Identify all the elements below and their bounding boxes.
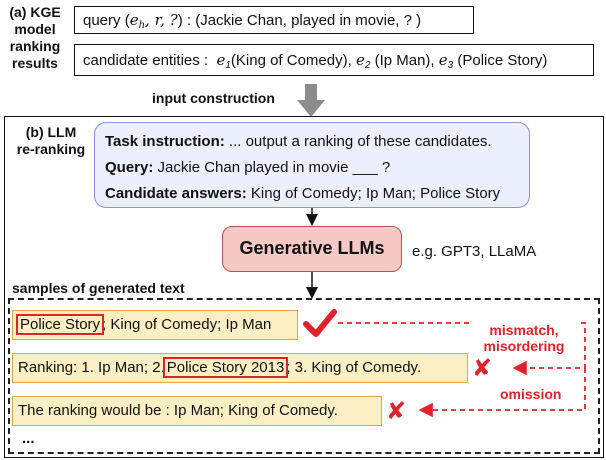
highlight-entity: Police Story	[15, 314, 105, 335]
llm-examples: e.g. GPT3, LLaMA	[412, 243, 537, 260]
samples-dashed-box	[8, 298, 600, 454]
sample-omission: The ranking would be : Ip Man; King of C…	[12, 396, 382, 426]
query-prefix: query (	[83, 12, 130, 29]
cross-icon: ✘	[472, 354, 493, 382]
query-head-entity: eh	[129, 11, 146, 31]
check-icon	[303, 309, 337, 337]
kge-query-box: query (eh, r, ?) : (Jackie Chan, played …	[74, 6, 474, 34]
more-samples-ellipsis: ...	[22, 430, 35, 447]
mismatch-connector	[338, 322, 586, 376]
prompt-candidates-line: Candidate answers: King of Comedy; Ip Ma…	[105, 185, 501, 202]
samples-label: samples of generated text	[12, 280, 185, 296]
candidate-item: e2 (Ip Man),	[355, 51, 435, 71]
mismatch-annotation: mismatch, misordering	[470, 322, 578, 354]
sample-mismatch: Ranking: 1. Ip Man; 2.Police Story 2013;…	[12, 353, 468, 383]
section-a-label-line: ranking	[9, 38, 61, 54]
query-unknown: ?	[169, 11, 178, 29]
prompt-box: Task instruction: ... output a ranking o…	[94, 122, 530, 208]
query-relation: r	[154, 11, 161, 29]
candidate-item: e1(King of Comedy),	[216, 51, 352, 71]
cross-icon: ✘	[386, 397, 407, 425]
highlight-entity: Police Story 2013	[162, 357, 289, 378]
section-a-label-line: results	[12, 55, 58, 71]
section-b-label-line: (b) LLM	[25, 124, 77, 140]
candidate-prefix: candidate entities :	[83, 52, 209, 69]
down-arrow-icon	[297, 84, 325, 117]
section-b-frame	[4, 116, 604, 458]
prompt-task-line: Task instruction: ... output a ranking o…	[105, 133, 492, 150]
input-construction-label: input construction	[152, 90, 275, 106]
prompt-query-line: Query: Jackie Chan played in movie ___ ?	[105, 159, 391, 176]
candidate-item: e3 (Police Story)	[438, 51, 548, 71]
sample-correct: Police Story; King of Comedy; Ip Man	[12, 310, 298, 340]
omission-annotation: omission	[498, 386, 564, 402]
section-a-label-line: model	[14, 21, 56, 37]
query-triple: ) : (Jackie Chan, played in movie, ? )	[177, 12, 422, 29]
omission-connector	[418, 368, 586, 418]
section-b-label: (b) LLM re-ranking	[12, 124, 90, 158]
generative-llm-box: Generative LLMs	[222, 226, 402, 272]
section-b-label-line: re-ranking	[16, 141, 86, 157]
section-a-label: (a) KGE model ranking results	[4, 4, 66, 72]
section-a-label-line: (a) KGE	[9, 4, 61, 20]
kge-candidate-box: candidate entities : e1(King of Comedy),…	[74, 44, 594, 76]
